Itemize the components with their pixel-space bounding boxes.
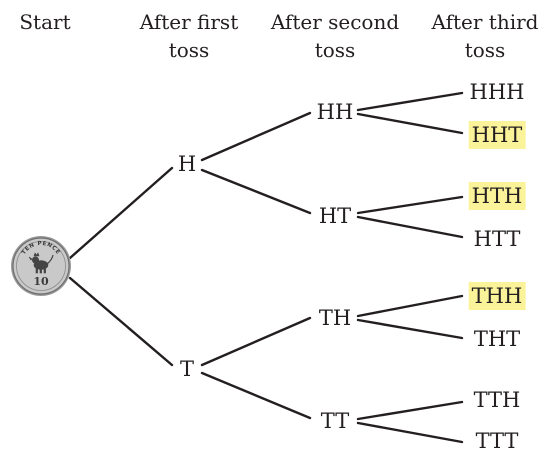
header-after-second-toss: After second toss	[265, 8, 405, 64]
coin-value: 10	[33, 275, 49, 288]
node-third-tth: TTH	[473, 388, 521, 412]
node-third-hhh: HHH	[469, 80, 525, 104]
branch-start-h	[68, 166, 174, 260]
node-third-htt: HTT	[473, 227, 521, 251]
branch-t-th	[200, 316, 312, 367]
branch-start-t	[68, 276, 174, 367]
header-third-line2: toss	[464, 38, 506, 62]
node-third-thh: THH	[468, 282, 526, 310]
branch-ht-htt	[356, 215, 464, 239]
node-third-tht: THT	[473, 327, 521, 351]
branch-h-ht	[200, 168, 312, 215]
header-second-line1: After second	[270, 10, 400, 34]
node-second-tt: TT	[320, 409, 350, 433]
header-first-line1: After first	[139, 10, 239, 34]
branch-tt-ttt	[356, 421, 464, 444]
header-second-line2: toss	[314, 38, 356, 62]
header-third-line1: After third	[431, 10, 539, 34]
node-second-ht: HT	[318, 204, 352, 228]
node-third-hth: HTH	[468, 182, 526, 210]
coin-icon: TEN PENCE 10	[11, 236, 71, 296]
node-first-t: T	[179, 357, 195, 381]
branch-th-thh	[356, 294, 464, 318]
header-after-third-toss: After third toss	[415, 8, 555, 64]
header-start: Start	[0, 8, 115, 36]
node-first-h: H	[177, 152, 197, 176]
branch-t-tt	[200, 371, 312, 420]
branch-hh-hhh	[356, 91, 464, 112]
branch-ht-hth	[356, 195, 464, 215]
header-first-line2: toss	[168, 38, 210, 62]
branch-h-hh	[200, 111, 312, 162]
header-after-first-toss: After first toss	[119, 8, 259, 64]
node-third-hht: HHT	[468, 121, 526, 149]
branch-tt-tth	[356, 400, 464, 421]
header-start-label: Start	[19, 10, 71, 34]
branch-hh-hht	[356, 112, 464, 135]
node-second-hh: HH	[316, 100, 354, 124]
node-second-th: TH	[318, 306, 352, 330]
node-third-ttt: TTT	[475, 429, 519, 452]
branch-th-tht	[356, 318, 464, 340]
